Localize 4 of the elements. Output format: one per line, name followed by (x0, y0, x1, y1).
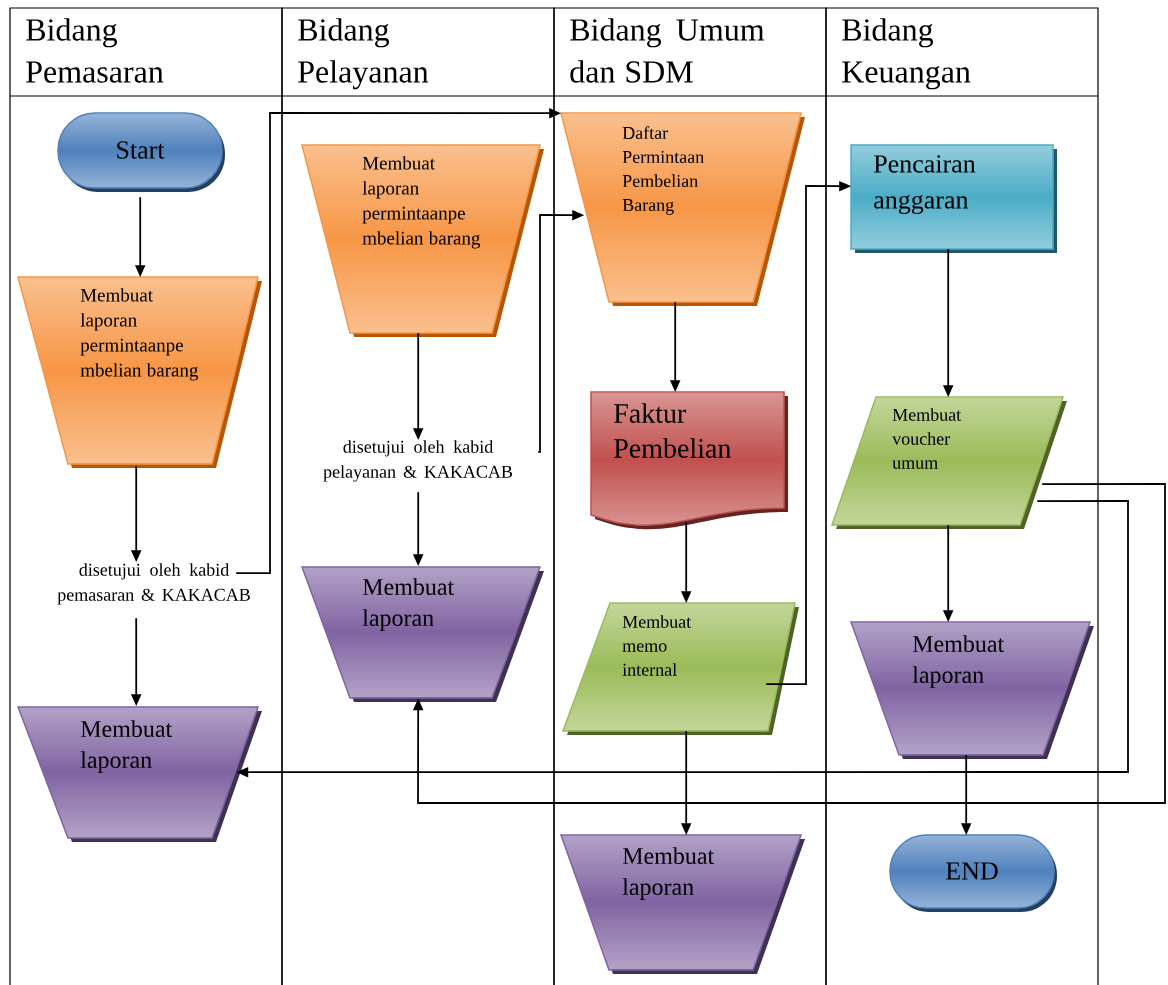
approval-text: disetujui oleh kabid pelayanan & KAKACAB (323, 440, 513, 482)
approval-text: disetujui oleh kabid pemasaran & KAKACAB (57, 563, 250, 605)
arrow (412, 483, 1166, 804)
process-box: Pencairan anggaran (850, 144, 1057, 253)
